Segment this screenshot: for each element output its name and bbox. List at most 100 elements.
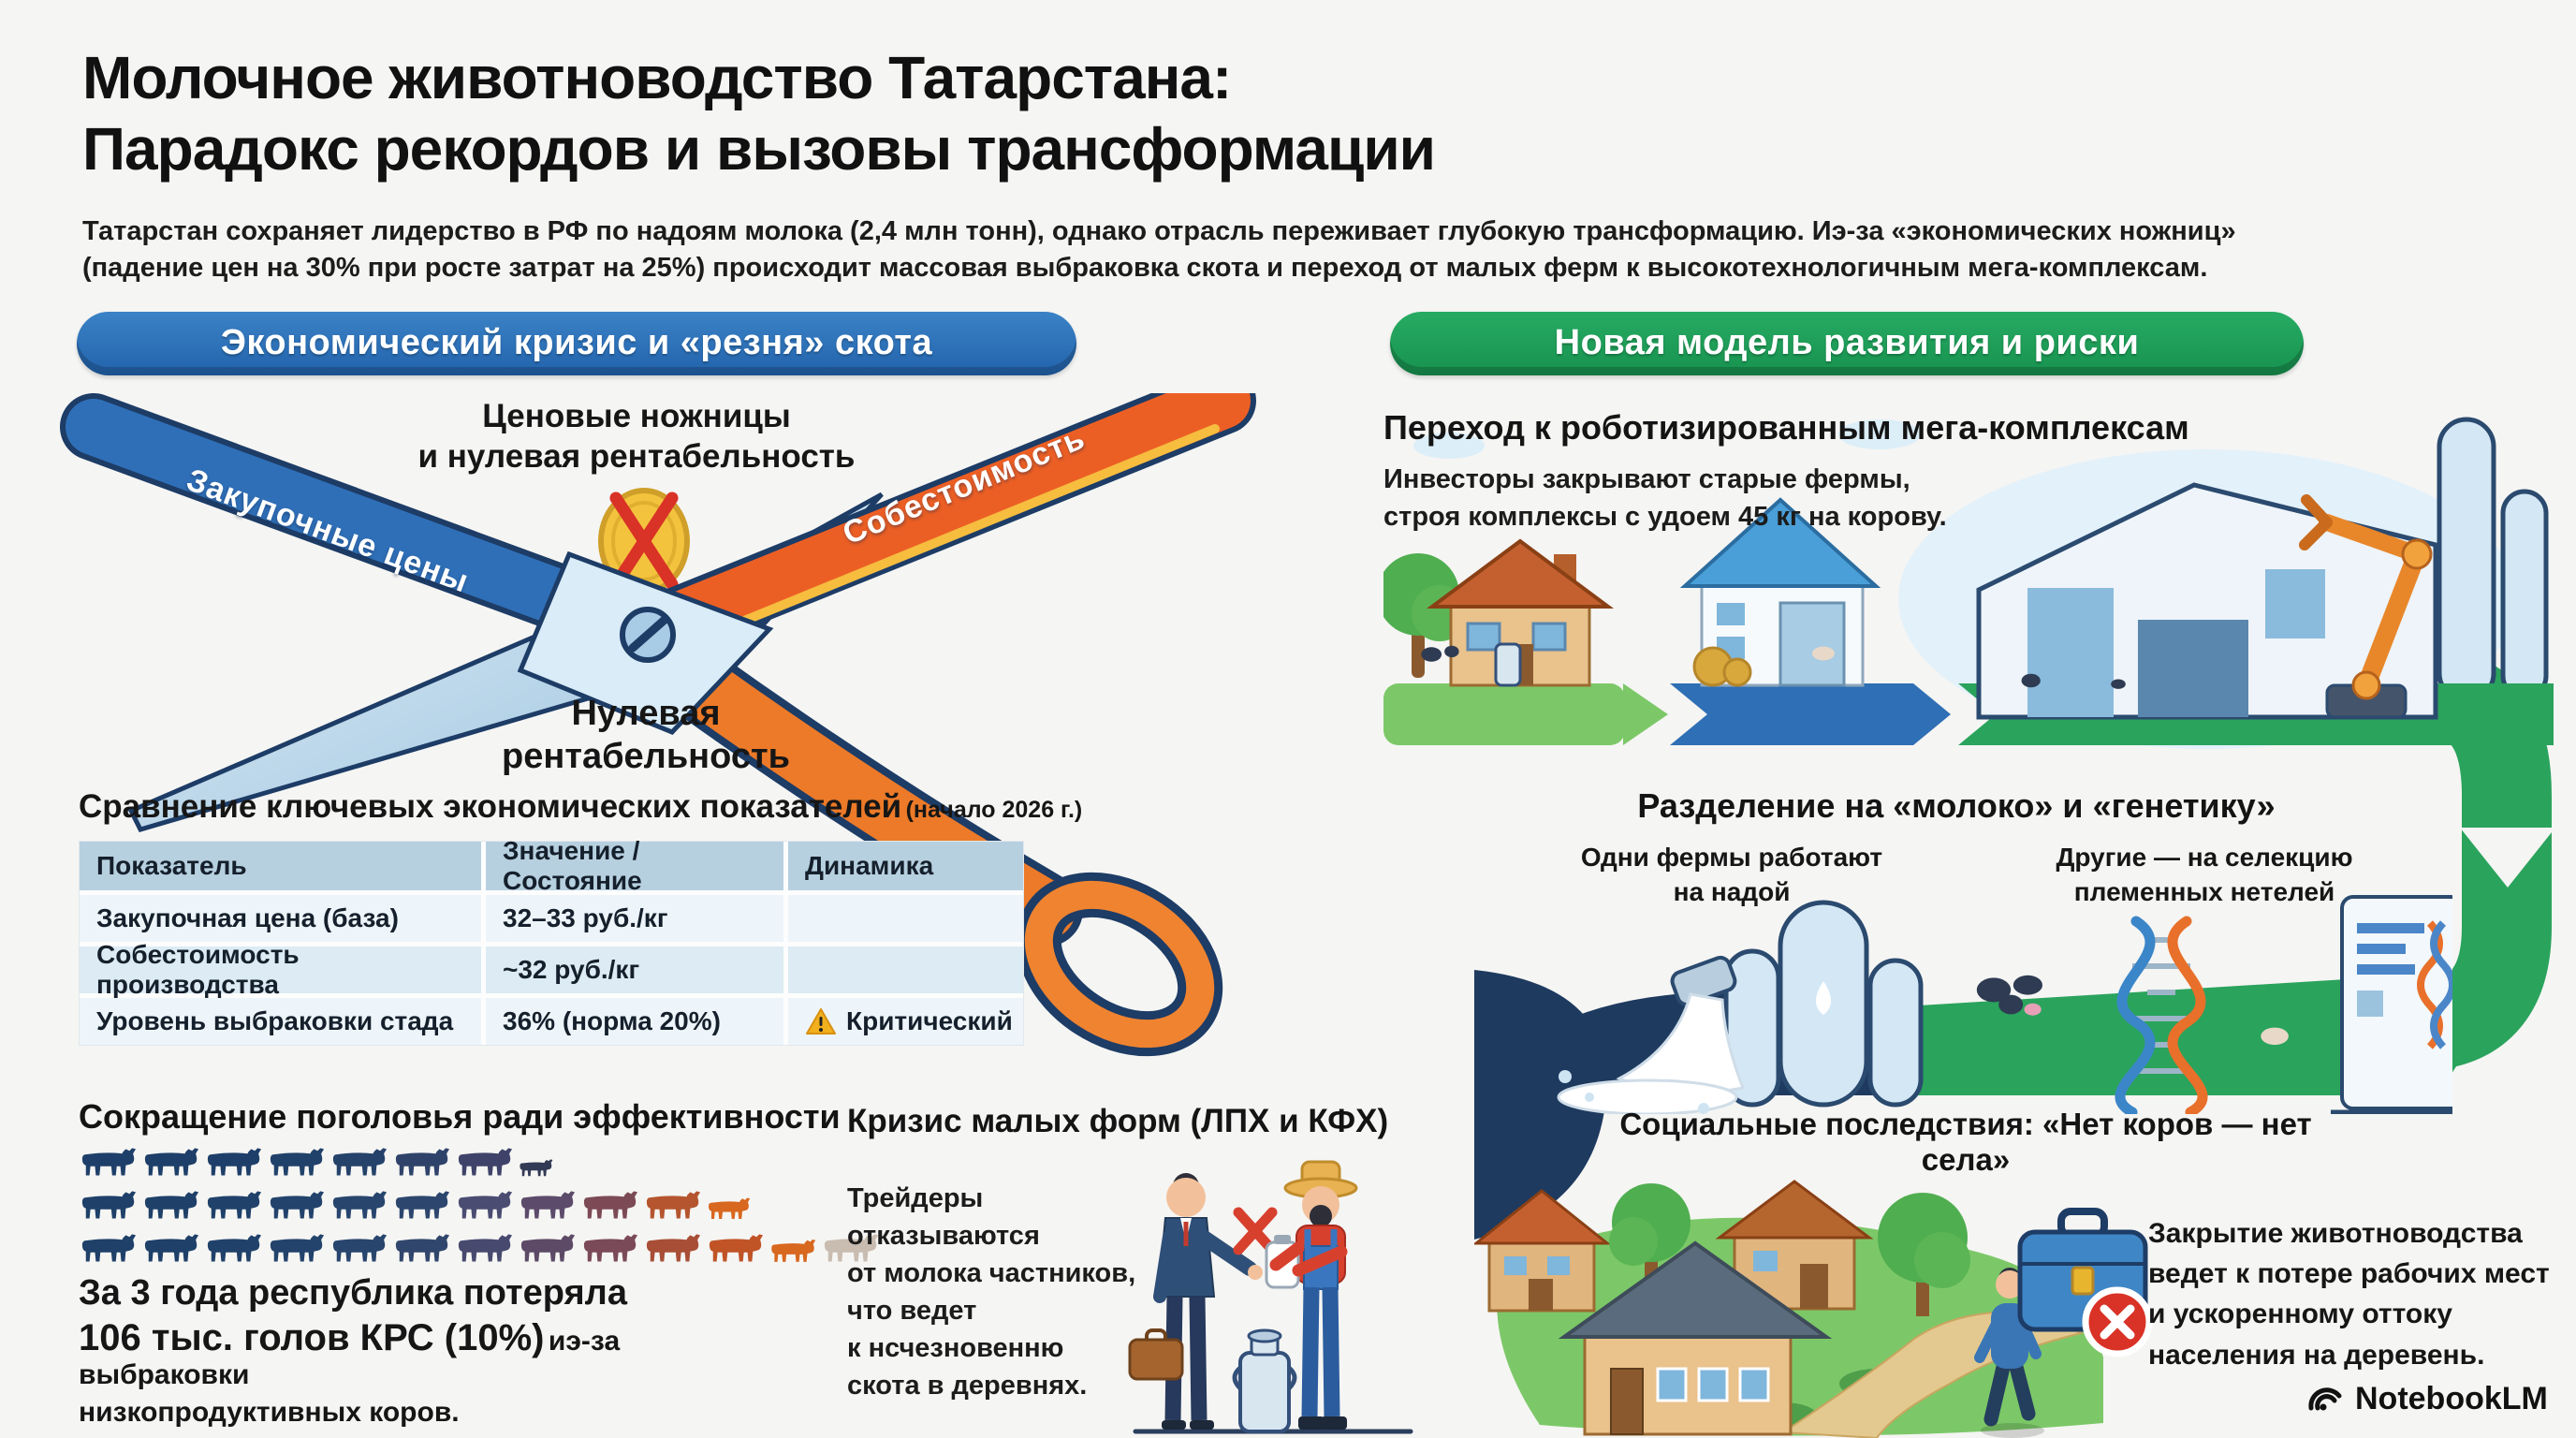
leaving-person-figure (1974, 1268, 2044, 1438)
herd-pictogram-row (79, 1183, 879, 1221)
mega-section-heading: Переход к роботизированным мега-комплекс… (1383, 408, 2189, 447)
split-left-line2: на надой (1673, 876, 1791, 906)
small-farms-line: Трейдеры отказываются (847, 1183, 1040, 1252)
cow-icon (79, 1226, 137, 1264)
dairy-cow-icon (1976, 975, 2042, 1016)
table-cell-indicator: Уровень выбраковки стада (80, 998, 481, 1045)
cow-icon (643, 1183, 701, 1221)
zero-profit-label: Нулевая рентабельность (487, 693, 805, 778)
split-left-line1: Одни фермы работают (1580, 843, 1883, 872)
col-header-value: Значение / Состояние (486, 836, 783, 895)
cow-icon (204, 1140, 262, 1178)
herd-loss-number: 106 тыс. голов КРС (10%) (79, 1317, 545, 1358)
cow-icon (267, 1226, 325, 1264)
refusal-x-icon (1233, 1207, 1278, 1255)
herd-pictogram-row (79, 1226, 879, 1264)
table-title: Сравнение ключевых экономических показат… (79, 788, 1082, 826)
milk-can-icon (1232, 1328, 1297, 1433)
herd-pictogram-row (79, 1140, 879, 1178)
dna-helix-icon (2115, 916, 2208, 1114)
cow-icon (455, 1226, 513, 1264)
small-farms-line: скота в деревнях. (847, 1371, 1088, 1401)
social-line: и ускоренному оттоку (2148, 1299, 2452, 1330)
lost-jobs-briefcase-icon (2017, 1208, 2153, 1357)
brand-footer: NotebookLM (2305, 1378, 2548, 1419)
social-line: населения на деревень. (2148, 1339, 2485, 1371)
cow-icon (329, 1226, 388, 1264)
calf-icon (2261, 1027, 2289, 1046)
cow-icon (267, 1140, 325, 1178)
social-body: Закрытие животноводства ведет к потере р… (2148, 1213, 2560, 1375)
page-title-line1: Молочное животноводство Татарстана: (82, 44, 1232, 111)
zero-profit-line1: Нулевая (571, 694, 721, 733)
cow-icon (1812, 646, 2554, 778)
page-title-line2: Парадокс рекордов и вызовы трансформации (82, 114, 1436, 183)
table-cell-value: ~32 руб./кг (486, 946, 783, 993)
flow-arrow-band (1670, 683, 1951, 745)
mega-body-line2: строя комплексы с удоем 45 кг на корову. (1383, 502, 1947, 533)
small-farms-body: Трейдеры отказываются от молока частнико… (847, 1180, 1156, 1404)
mid-farm-house (1679, 497, 1881, 687)
mega-section-body: Инвесторы закрывают старые фермы, строя … (1383, 461, 1947, 536)
cow-icon (518, 1183, 576, 1221)
mega-body-line1: Инвесторы закрывают старые фермы, (1383, 464, 1910, 494)
herd-caption-line3: низкопродуктивных коров. (79, 1397, 460, 1428)
milk-spill-icon (1557, 992, 1746, 1114)
cow-icon (204, 1226, 262, 1264)
split-left-label: Одни фермы работают на надой (1535, 841, 1928, 910)
col-header-dynamics: Динамика (788, 842, 1023, 890)
split-right-line1: Другие — на селекцию (2056, 843, 2353, 872)
milk-genetics-illustration (1557, 895, 2452, 1114)
cow-icon (329, 1140, 388, 1178)
cow-icon (392, 1140, 450, 1178)
brand-name: NotebookLM (2355, 1380, 2548, 1416)
silo-icon (2437, 417, 2496, 703)
split-right-line2: племенных нетелей (2073, 876, 2335, 906)
cow-icon (141, 1140, 199, 1178)
cow-icon (79, 1183, 137, 1221)
herd-pictogram (79, 1140, 879, 1264)
cow-icon (643, 1226, 701, 1264)
milk-can-icon (1494, 642, 1522, 687)
cow-icon (204, 1183, 262, 1221)
page-title: Молочное животноводство Татарстана: Пара… (82, 43, 1436, 184)
cow-icon (455, 1183, 513, 1221)
small-farms-heading: Кризис малых форм (ЛПХ и КФХ) (847, 1103, 1389, 1139)
notebooklm-logo-icon (2308, 1387, 2342, 1411)
scissors-caption-line1: Ценовые ножницы (482, 398, 791, 434)
herd-caption-line2-rest: иэ-за выбраковки (79, 1326, 621, 1390)
mega-complex-building (1976, 482, 2438, 720)
split-right-label: Другие — на селекцию племенных нетелей (2003, 841, 2406, 910)
comparison-table: Показатель Значение / Состояние Динамика… (79, 836, 1024, 1046)
social-line: Закрытие животноводства (2148, 1218, 2523, 1249)
table-cell-dynamics (788, 946, 1023, 993)
critical-status-text: Критический (846, 1006, 1013, 1035)
table-cell-value: 32–33 руб./кг (486, 895, 783, 942)
cow-icon (392, 1226, 450, 1264)
robotic-arm-icon (2299, 494, 2433, 719)
zero-profit-line2: рентабельность (502, 736, 790, 776)
table-cell-dynamics (788, 895, 1023, 942)
village-tree (1878, 1193, 1970, 1316)
split-section-heading: Разделение на «молоко» и «генетику» (1637, 786, 2276, 825)
page-subtitle: Татарстан сохраняет лидерство в РФ по на… (82, 213, 2516, 287)
scissors-caption-line2: и нулевая рентабельность (417, 437, 856, 475)
cow-icon (141, 1183, 199, 1221)
cow-icon (1421, 645, 2554, 777)
col-header-indicator: Показатель (80, 842, 481, 890)
table-cell-value: 36% (норма 20%) (486, 998, 783, 1045)
table-cell-indicator: Закупочная цена (база) (80, 895, 481, 942)
village-house (1715, 1180, 1874, 1311)
milk-tanks-icon (1670, 900, 1924, 1108)
cow-icon (2111, 679, 2554, 778)
village-illustration (1474, 1180, 2103, 1438)
silo-icon (2500, 489, 2549, 700)
village-main-house (1558, 1240, 1833, 1436)
herd-section-heading: Сокращение поголовья ради эффективности (79, 1097, 841, 1136)
cow-icon (267, 1183, 325, 1221)
small-farms-line: что ведет (847, 1296, 977, 1327)
cow-icon (580, 1226, 638, 1264)
subtitle-line2: (падение цен на 30% при росте затрат на … (82, 253, 2208, 284)
village-house (1474, 1189, 1612, 1313)
